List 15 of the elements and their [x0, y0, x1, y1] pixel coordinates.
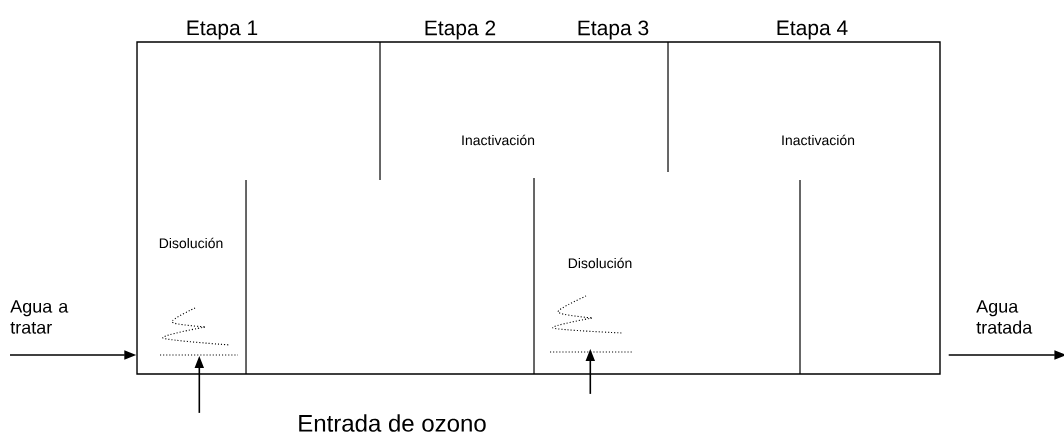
- stage-label: Etapa 1: [187, 20, 258, 40]
- arrow: [947, 350, 1064, 360]
- diffuser-drawing: [159, 307, 239, 356]
- caption-text: Agua tratada: [976, 300, 1033, 334]
- zone-label: Disolución: [568, 257, 632, 269]
- tank-box: [136, 41, 941, 375]
- zone-label: Disolución: [159, 237, 223, 249]
- caption-text: Entrada de ozono: [299, 414, 486, 432]
- stage-label: Etapa 2: [425, 20, 496, 40]
- stage-label: Etapa 4: [777, 20, 848, 40]
- diffuser-drawing: [549, 295, 633, 353]
- caption-text: Agua a tratar: [10, 300, 69, 334]
- zone-label: Inactivación: [462, 134, 535, 146]
- stage-label: Etapa 3: [578, 20, 649, 40]
- zone-label: Inactivación: [782, 134, 855, 146]
